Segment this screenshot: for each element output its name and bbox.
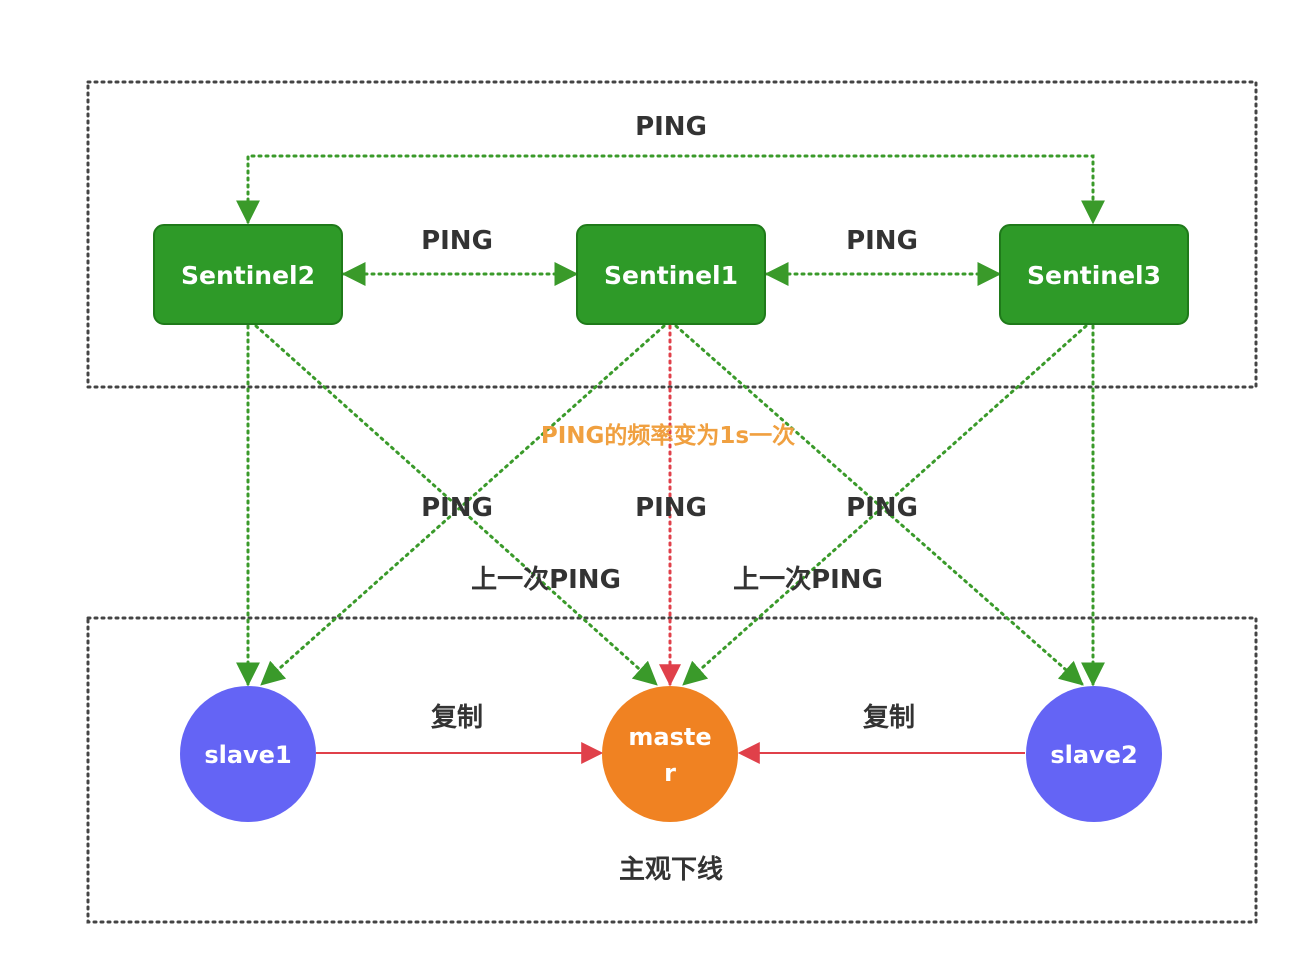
sentinel1-node: Sentinel1 [576, 224, 766, 325]
sentinel2-label: Sentinel2 [181, 261, 315, 290]
subjective-down-label: 主观下线 [619, 855, 723, 885]
ping-s1-slave1 [260, 324, 666, 686]
sentinel3-node: Sentinel3 [999, 224, 1189, 325]
ping-label-mid-left: PING [421, 493, 493, 523]
ping-label-s2-s1: PING [421, 226, 493, 256]
master-label-line1: maste [628, 723, 711, 751]
ping-label-s1-s3: PING [846, 226, 918, 256]
ping-label-mid-right: PING [846, 493, 918, 523]
ping-loop-s2-s3 [236, 154, 1105, 225]
ping-label-top: PING [635, 112, 707, 142]
last-ping-label-left: 上一次PING [471, 565, 621, 595]
data-node-group-frame [86, 616, 1258, 924]
ping-s3-master [682, 324, 1088, 686]
last-ping-label-right: 上一次PING [733, 565, 883, 595]
sentinel1-label: Sentinel1 [604, 261, 738, 290]
sentinel2-node: Sentinel2 [153, 224, 343, 325]
slave2-node: slave2 [1026, 686, 1162, 822]
ping-frequency-note: PING的频率变为1s一次 [541, 422, 795, 449]
master-label-line2: r [664, 759, 676, 787]
master-node: maste r [602, 686, 738, 822]
sentinel-group-frame [86, 80, 1258, 389]
ping-label-mid-center: PING [635, 493, 707, 523]
sentinel3-label: Sentinel3 [1027, 261, 1161, 290]
replicate-label-right: 复制 [863, 703, 915, 733]
ping-s2-master [254, 324, 658, 686]
replicate-label-left: 复制 [431, 703, 483, 733]
slave1-label: slave1 [204, 741, 291, 769]
slave2-label: slave2 [1050, 741, 1137, 769]
slave1-node: slave1 [180, 686, 316, 822]
ping-s1-slave2 [674, 324, 1084, 686]
